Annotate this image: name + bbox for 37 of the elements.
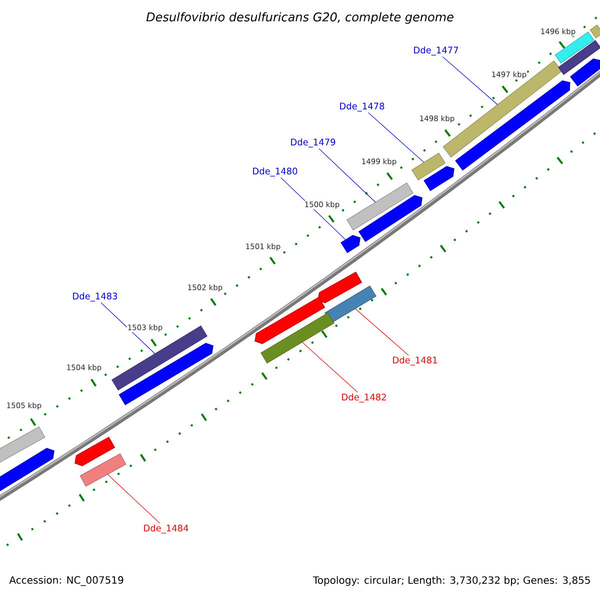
leader-line: [354, 308, 409, 356]
gene-bar: [442, 60, 562, 158]
leader-line: [100, 302, 156, 354]
leader-line: [442, 56, 498, 105]
gene-block: [318, 272, 362, 304]
gene-label: Dde_1478: [340, 102, 384, 112]
gene-block: [340, 234, 360, 253]
gene-block: [358, 195, 422, 242]
gene-bar: [558, 40, 600, 75]
leader-line: [368, 112, 424, 163]
gene-block: [424, 166, 454, 191]
gene-bar: [412, 152, 446, 180]
topology-text: Topology: circular; Length: 3,730,232 bp; Genes: 3,855: [312, 576, 590, 586]
leader-line: [280, 177, 346, 240]
gene-label: Dde_1481: [393, 356, 437, 366]
gene-label: Dde_1480: [253, 168, 298, 176]
gene-bar: [112, 326, 208, 390]
title: Desulfovibrio desulfuricans G20, complete genome: [146, 12, 454, 24]
gene-block: [118, 342, 214, 406]
leader-line: [107, 474, 160, 524]
gene-label: Dde_1483: [73, 292, 118, 302]
gene-bar: [346, 182, 414, 230]
gene-label: Dde_1479: [291, 138, 336, 148]
gene-label: Dde_1477: [414, 46, 458, 56]
gene-block: [570, 58, 600, 86]
gene-block: [455, 80, 570, 171]
gene-block: [74, 436, 115, 466]
accession-text: Accession: NC_007519: [9, 576, 124, 586]
leader-line: [302, 342, 358, 393]
gene-block: [254, 296, 326, 344]
gene-label: Dde_1484: [144, 524, 188, 534]
gene-bar: [590, 24, 600, 38]
gene-bar: [324, 286, 376, 324]
gene-bar: [260, 312, 334, 364]
gene-bar: [80, 453, 126, 487]
gene-label: Dde_1482: [342, 394, 386, 402]
leader-line: [318, 148, 376, 203]
